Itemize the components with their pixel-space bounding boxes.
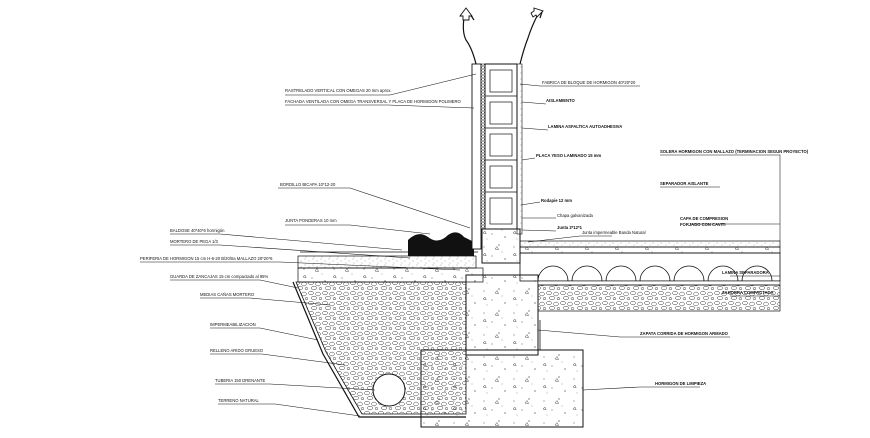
waterproofing-membrane (292, 281, 466, 418)
label-bordillo: BORDILLO BICAPA 10*12-20 (280, 182, 336, 187)
label-terreno: TERRENO NATURAL (218, 398, 260, 403)
airflow-arrow-icon (459, 7, 544, 21)
label-lamina-asfaltica: LAMINA ASFALTICA AUTOADHESIVA (548, 124, 622, 129)
plasterboard (516, 63, 523, 235)
block-joints (485, 69, 517, 225)
label-rodapie: Rodapie 12 mm (541, 198, 572, 203)
label-baldose: BALDOSE 40*40*6 hormigón (170, 228, 225, 233)
label-separador: SEPARADOR AISLANTE (660, 181, 709, 186)
label-zapata: ZAPATA CORRIDA DE HORMIGON ARMADO (640, 331, 729, 336)
concrete-perimeter (297, 267, 484, 283)
strip-footing (465, 274, 539, 356)
separating-layer (537, 280, 781, 286)
label-capa-compresion: CAPA DE COMPRESION (680, 216, 728, 221)
airflow-arrow-icon (462, 11, 543, 65)
drainage-pipe (372, 373, 406, 407)
compression-layer (519, 246, 781, 254)
label-mortero: MORTERO DE PEGA 1/3 (170, 239, 219, 244)
leader-lines-right (519, 83, 781, 391)
label-lamina-separadora: LAMINA SEPARADORA (722, 270, 769, 275)
caviti-forms (519, 252, 781, 282)
label-rastrelado: RASTRELADO VERTICAL CON OMEGAS 20 mm apr… (285, 88, 392, 93)
annotations-left: RASTRELADO VERTICAL CON OMEGAS 20 mm apr… (140, 88, 462, 403)
label-fabrica: FABRICA DE BLOQUE DE HORMIGON 40*20*20 (542, 80, 636, 85)
leader-lines-left (140, 73, 477, 417)
label-placa-yeso: PLACA YESO LAMINADO 15 mm (536, 153, 601, 158)
foundation-block (420, 349, 584, 428)
wall-outer-panel (471, 63, 482, 250)
compacted-gravel (537, 284, 781, 312)
insulation (480, 63, 486, 230)
label-medias-canas: MEDIAS CAÑAS MORTERO (200, 292, 255, 297)
label-hormigon-limpieza: HORMIGON DE LIMPIEZA (655, 381, 706, 386)
label-solera: SOLERA HORMIGON CON MALLAZO (TERMINACION… (660, 149, 809, 154)
label-tuberia: TUBERIA 150 DRENANTE (215, 378, 265, 383)
label-guarda: GUARDA DE ZANCAJAS 15 cm compactado al 9… (170, 274, 268, 279)
paving-base (297, 255, 477, 269)
wall-base (481, 228, 521, 264)
label-junta-impermeable: Junta impermeable Banda Natural (582, 230, 646, 235)
label-aislamiento: AISLAMIENTO (546, 98, 576, 103)
label-zahorra: ZAHORRA COMPACTADA (722, 290, 774, 295)
label-junta-2: Junta 2*12*1 (557, 225, 583, 230)
label-impermeabilizacion: IMPERMEABILIZACION (210, 322, 256, 327)
label-periferia: PERIFERIA DE HORMIGON 15 cm H-6-20 B/20/… (140, 256, 273, 261)
label-forjado: FORJADO CON CAVITI (680, 222, 726, 227)
annotations-right: FABRICA DE BLOQUE DE HORMIGON 40*20*20 A… (536, 80, 809, 386)
curb-profile (408, 232, 474, 256)
label-chapa: Chapa galvanizada (557, 213, 594, 218)
label-junta: JUNTA PONDERAS 10 mm (285, 218, 337, 223)
floor-finish (519, 240, 781, 248)
label-relleno: RELLENO ARIDO GRUESO (210, 348, 264, 353)
label-fachada: FACHADA VENTILADA CON OMEGA TRANSVERSAL … (285, 99, 462, 104)
